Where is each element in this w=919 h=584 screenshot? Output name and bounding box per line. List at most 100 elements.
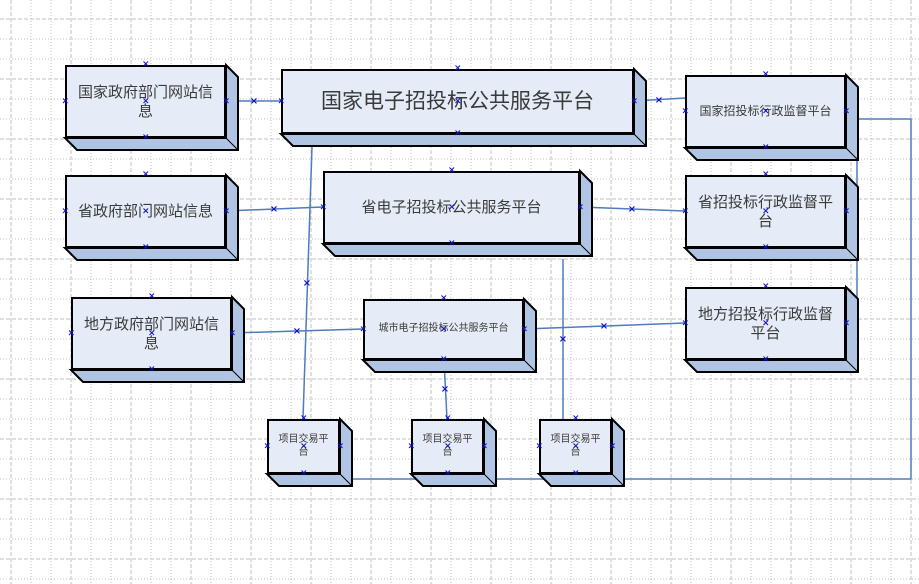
box-3d-extrusion [408, 416, 497, 487]
connector-midpoint-handle[interactable]: × [303, 278, 311, 289]
connection-point-handle[interactable] [142, 208, 149, 215]
connection-point-handle[interactable] [142, 172, 149, 179]
box-project-trading-platform-3[interactable]: 项目交易平台 [536, 416, 625, 487]
connection-point-handle[interactable] [536, 443, 543, 450]
box-3d-extrusion [320, 168, 593, 257]
connection-point-handle[interactable] [762, 172, 769, 179]
box-3d-extrusion [278, 66, 647, 147]
connection-point-handle[interactable] [762, 357, 769, 364]
box-project-trading-platform-2[interactable]: 项目交易平台 [408, 416, 497, 487]
box-3d-extrusion [536, 416, 625, 487]
box-label: 地方招投标行政监督平台 [685, 287, 846, 360]
connection-point-handle[interactable] [572, 416, 579, 423]
connection-point-handle[interactable] [278, 98, 285, 105]
box-3d-extrusion [264, 416, 353, 487]
connection-point-handle[interactable] [843, 108, 850, 115]
connection-point-handle[interactable] [682, 108, 689, 115]
connection-point-handle[interactable] [454, 66, 461, 73]
connection-point-handle[interactable] [762, 284, 769, 291]
connector-midpoint-handle[interactable]: × [600, 321, 608, 332]
connection-point-handle[interactable] [142, 245, 149, 252]
connection-point-handle[interactable] [631, 98, 638, 105]
connection-point-handle[interactable] [300, 416, 307, 423]
box-3d-extrusion [360, 296, 537, 373]
connection-point-handle[interactable] [448, 241, 455, 248]
connection-point-handle[interactable] [229, 330, 236, 337]
connection-point-handle[interactable] [521, 326, 528, 333]
connection-point-handle[interactable] [142, 98, 149, 105]
box-3d-extrusion [682, 172, 859, 261]
connector-midpoint-handle[interactable]: × [628, 204, 636, 215]
connection-point-handle[interactable] [762, 72, 769, 79]
connection-point-handle[interactable] [481, 443, 488, 450]
connection-point-handle[interactable] [448, 204, 455, 211]
connection-point-handle[interactable] [337, 443, 344, 450]
box-local-gov-website-info[interactable]: 地方政府部门网站信息 [68, 294, 245, 383]
box-3d-extrusion [68, 294, 245, 383]
connection-point-handle[interactable] [300, 443, 307, 450]
connection-point-handle[interactable] [148, 294, 155, 301]
box-national-supervision-platform[interactable]: 国家招投标行政监督平台 [682, 72, 859, 161]
connection-point-handle[interactable] [454, 131, 461, 138]
box-3d-extrusion [682, 72, 859, 161]
connection-point-handle[interactable] [320, 204, 327, 211]
connector-provgov-to-provplatform[interactable] [225, 206, 324, 212]
connection-point-handle[interactable] [68, 330, 75, 337]
connection-point-handle[interactable] [682, 208, 689, 215]
connection-point-handle[interactable] [444, 443, 451, 450]
connection-point-handle[interactable] [572, 471, 579, 478]
connector-midpoint-handle[interactable]: × [270, 204, 278, 215]
connection-point-handle[interactable] [762, 208, 769, 215]
connection-point-handle[interactable] [440, 296, 447, 303]
connection-point-handle[interactable] [843, 208, 850, 215]
connection-point-handle[interactable] [454, 98, 461, 105]
connection-point-handle[interactable] [62, 98, 69, 105]
connection-point-handle[interactable] [444, 416, 451, 423]
connection-point-handle[interactable] [762, 245, 769, 252]
box-national-gov-website-info[interactable]: 国家政府部门网站信息 [62, 62, 239, 151]
connection-point-handle[interactable] [572, 443, 579, 450]
box-3d-extrusion [682, 284, 859, 373]
connector-natplatform-to-trade1[interactable] [302, 146, 313, 420]
connector-midpoint-handle[interactable]: × [655, 95, 663, 106]
connector-localgov-to-cityplatform[interactable] [231, 328, 364, 334]
connection-point-handle[interactable] [264, 443, 271, 450]
connector-midpoint-handle[interactable]: × [250, 96, 258, 107]
connection-point-handle[interactable] [148, 367, 155, 374]
connection-point-handle[interactable] [142, 135, 149, 142]
connection-point-handle[interactable] [440, 357, 447, 364]
connection-point-handle[interactable] [148, 330, 155, 337]
box-3d-extrusion [62, 172, 239, 261]
connection-point-handle[interactable] [762, 145, 769, 152]
connector-midpoint-handle[interactable]: × [441, 384, 449, 395]
box-provincial-gov-website-info[interactable]: 省政府部门网站信息 [62, 172, 239, 261]
connection-point-handle[interactable] [360, 326, 367, 333]
connector-provplatform-to-provsup[interactable] [579, 206, 686, 212]
box-provincial-public-service-platform[interactable]: 省电子招投标公共服务平台 [320, 168, 593, 257]
connection-point-handle[interactable] [448, 168, 455, 175]
connection-point-handle[interactable] [223, 208, 230, 215]
connection-point-handle[interactable] [843, 320, 850, 327]
connector-midpoint-handle[interactable]: × [293, 326, 301, 337]
box-provincial-supervision-platform[interactable]: 省招投标行政监督平台 [682, 172, 859, 261]
box-national-public-service-platform[interactable]: 国家电子招投标公共服务平台 [278, 66, 647, 147]
connection-point-handle[interactable] [762, 320, 769, 327]
box-label: 国家政府部门网站信息 [65, 65, 226, 138]
connection-point-handle[interactable] [440, 326, 447, 333]
connection-point-handle[interactable] [62, 208, 69, 215]
box-city-public-service-platform[interactable]: 城市电子招投标公共服务平台 [360, 296, 537, 373]
connection-point-handle[interactable] [577, 204, 584, 211]
connection-point-handle[interactable] [762, 108, 769, 115]
connection-point-handle[interactable] [223, 98, 230, 105]
connection-point-handle[interactable] [300, 471, 307, 478]
box-3d-extrusion [62, 62, 239, 151]
connection-point-handle[interactable] [444, 471, 451, 478]
box-local-supervision-platform[interactable]: 地方招投标行政监督平台 [682, 284, 859, 373]
connector-cityplatform-to-localsup[interactable] [523, 322, 686, 330]
connection-point-handle[interactable] [408, 443, 415, 450]
box-project-trading-platform-1[interactable]: 项目交易平台 [264, 416, 353, 487]
connection-point-handle[interactable] [142, 62, 149, 69]
connection-point-handle[interactable] [609, 443, 616, 450]
connection-point-handle[interactable] [682, 320, 689, 327]
connector-midpoint-handle[interactable]: × [559, 334, 567, 345]
